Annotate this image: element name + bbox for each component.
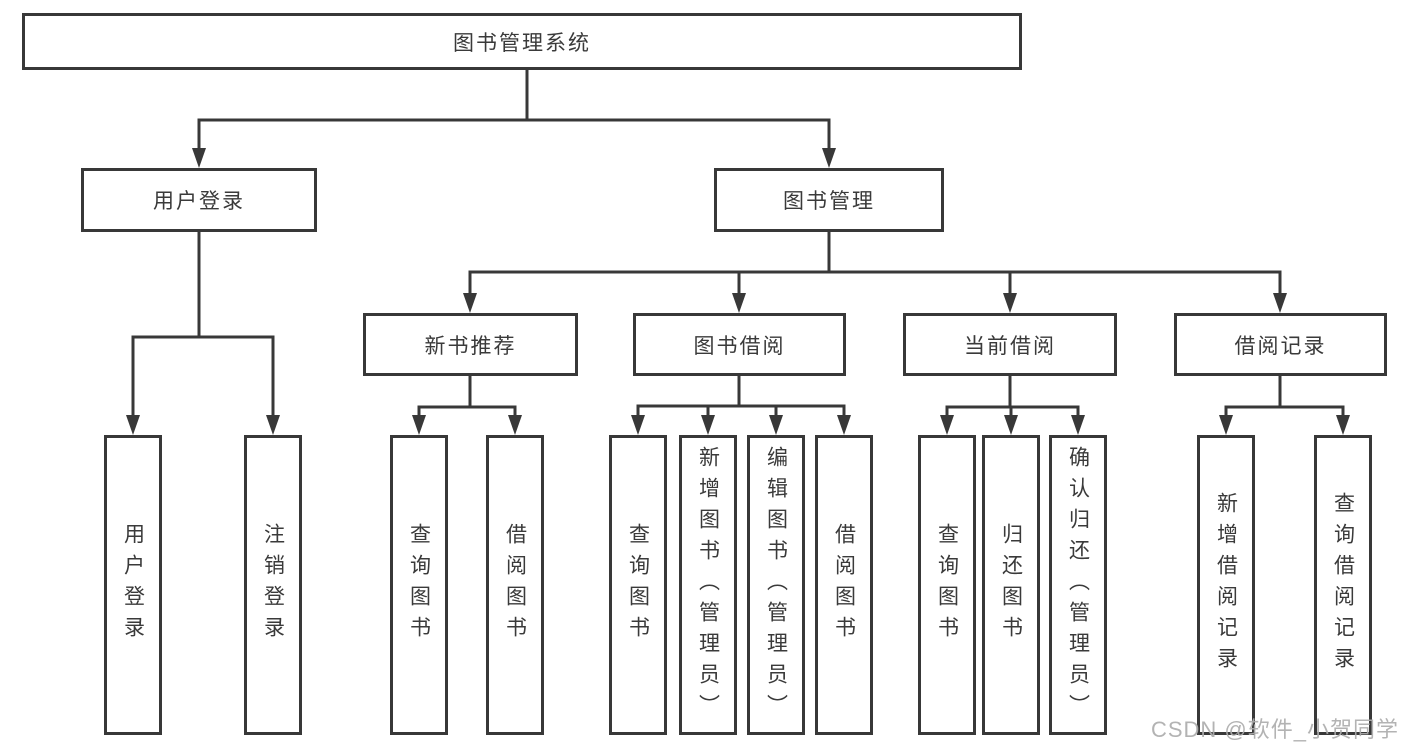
connector-login-to-leaves [126, 232, 280, 435]
leaf-borrow-query-book: 查询图书 [609, 435, 667, 735]
node-borrow-records: 借阅记录 [1174, 313, 1387, 376]
connector-root-to-level2 [192, 68, 836, 168]
leaf-current-query-book: 查询图书 [918, 435, 976, 735]
connector-borrow-to-leaves [631, 376, 851, 435]
node-book-borrow: 图书借阅 [633, 313, 846, 376]
node-book-management: 图书管理 [714, 168, 944, 232]
leaf-confirm-return-admin: 确认归还（管理员） [1049, 435, 1107, 735]
node-new-book-recommend: 新书推荐 [363, 313, 578, 376]
leaf-borrow-book: 借阅图书 [815, 435, 873, 735]
node-user-login: 用户登录 [81, 168, 317, 232]
leaf-add-borrow-record: 新增借阅记录 [1197, 435, 1255, 735]
node-root: 图书管理系统 [22, 13, 1022, 70]
leaf-edit-book-admin: 编辑图书（管理员） [747, 435, 805, 735]
leaf-return-book: 归还图书 [982, 435, 1040, 735]
csdn-watermark: CSDN @软件_小贺同学 [1150, 717, 1399, 742]
leaf-add-book-admin: 新增图书（管理员） [679, 435, 737, 735]
leaf-recommend-query-book: 查询图书 [390, 435, 448, 735]
connector-records-to-leaves [1219, 376, 1350, 435]
leaf-recommend-borrow-book: 借阅图书 [486, 435, 544, 735]
connector-manage-to-level3 [463, 232, 1287, 313]
leaf-user-login: 用户登录 [104, 435, 162, 735]
node-current-borrow: 当前借阅 [903, 313, 1117, 376]
connector-current-to-leaves [940, 376, 1085, 435]
leaf-logout: 注销登录 [244, 435, 302, 735]
connector-recommend-to-leaves [412, 376, 522, 435]
leaf-query-borrow-record: 查询借阅记录 [1314, 435, 1372, 735]
